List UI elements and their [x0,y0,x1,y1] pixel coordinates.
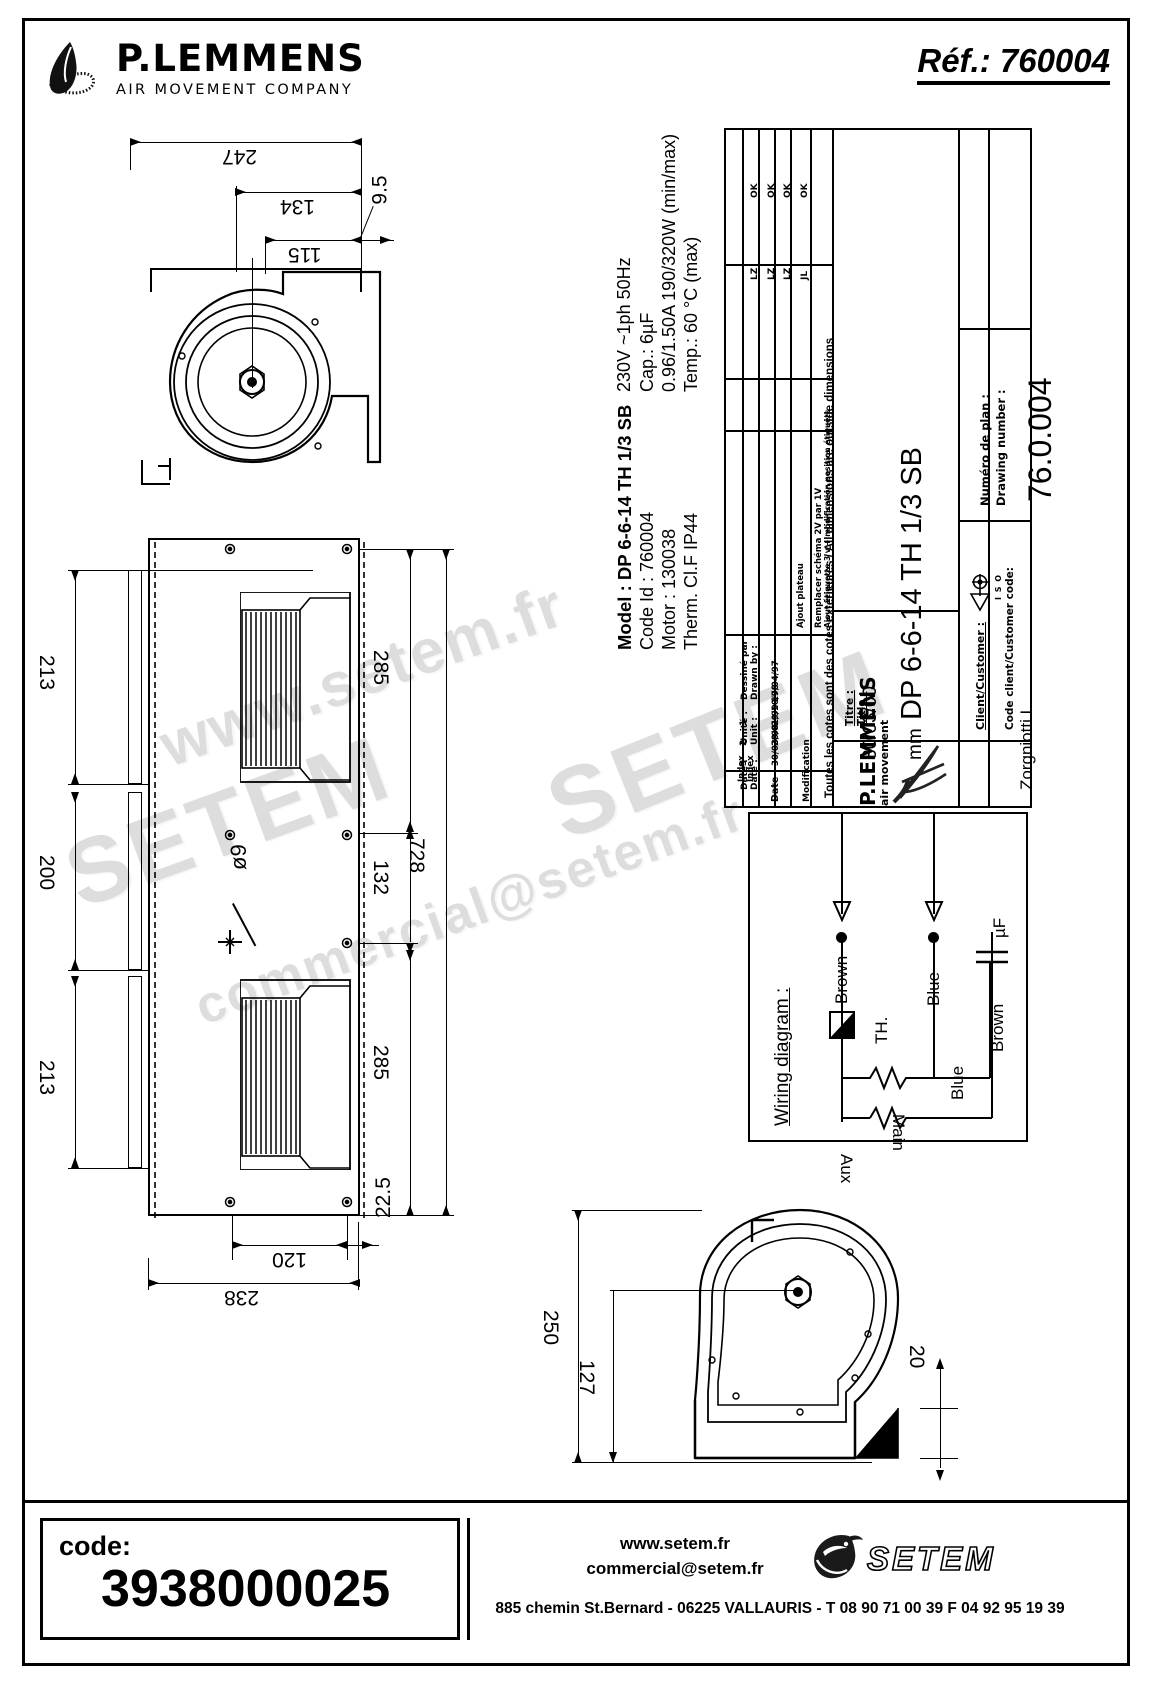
specification-block: Model : DP 6-6-14 TH 1/3 SB Code Id : 76… [596,134,726,660]
dim-285-bottom: 285 [369,1045,392,1081]
code-label: code: [59,1531,132,1561]
spec-temp: Temp.: 60 °C (max) [681,236,701,392]
title-block: Index Index Date Modification 3 2 1 30/0… [724,128,1058,808]
spec-current: 0.96/1.50A 190/320W (min/max) [659,133,679,392]
dim-285-top: 285 [369,650,392,686]
spec-voltage: 230V ~1ph 50Hz [614,257,634,392]
dim-22-5: 22.5 [372,1177,395,1218]
footer-address: 885 chemin St.Bernard - 06225 VALLAURIS … [495,1600,1065,1617]
wiring-diagram-title: Wiring diagram : [772,987,793,1126]
spec-therm: Therm. Cl.F IP44 [681,512,701,650]
date-label-fr: Date : [740,759,750,790]
rev-ok-0: OK [800,183,810,198]
unit-value: mm [905,728,926,760]
dim-127: 127 [575,1360,598,1396]
numero-plan-label: Numéro de plan : [978,394,992,506]
titre-label: Titre : [844,690,856,726]
lemmens-swirl-logo-icon [40,38,102,100]
terminal-dot-brown [836,932,847,943]
rev-header-date: Date [770,776,781,802]
code-box: code: 3938000025 [40,1518,460,1640]
label-brown: Brown [832,955,851,1004]
dim-213-bottom: 213 [35,1060,58,1096]
label-aux: Aux [837,1154,856,1184]
rev-visa-0: JL [800,270,810,280]
drawn-label-fr: Dessiné par : [740,633,750,700]
setem-wordmark: SETEM [866,1539,996,1578]
unit-label-en: Unit : [750,717,760,745]
label-blue: Blue [924,971,943,1006]
dim-diameter-9: ø9 [226,844,251,870]
date-label-en: Date : [750,759,760,790]
footer-website[interactable]: www.setem.fr [620,1534,730,1553]
dim-250: 250 [539,1310,562,1346]
dim-20: 20 [905,1345,928,1369]
drawing-number-label: Drawing number : [994,389,1008,506]
terminal-dot-blue [928,932,939,943]
rev-visa-3: LZ [750,267,760,280]
dim-247: 247 [222,145,258,168]
label-brown-2: Brown [988,1003,1007,1052]
drawn-value: Zorgniotti L. [1017,700,1036,790]
footer-contact: www.setem.fr commercial@setem.fr SETEM 8… [470,1518,1120,1640]
rev-header-modification: Modification [802,739,812,802]
brand-tagline: AIR MOVEMENT COMPANY [116,82,354,98]
date-value: 30/03/00 [860,686,881,760]
setem-bird-logo-icon [805,1530,867,1587]
label-capacitor: µF [990,917,1009,938]
client-code-label: Code client/Customer code: [1004,567,1016,730]
spec-capacitor: Cap.: 6µF [637,312,657,392]
dim-728: 728 [405,838,428,874]
setem-logo-group: SETEM [805,1530,996,1587]
drawing-border [22,18,1130,1666]
wiring-diagram: Wiring diagram : [748,812,1028,1183]
label-main: Main [889,1114,908,1151]
title-value: DP 6-6-14 TH 1/3 SB [896,447,928,720]
projection-label: I S O [994,573,1003,600]
dim-134: 134 [280,195,316,218]
footer-email[interactable]: commercial@setem.fr [586,1558,764,1578]
dim-132: 132 [369,860,392,896]
dimensions-note: Toutes les cotes sont des cotes extérieu… [824,337,836,798]
dim-238: 238 [224,1286,260,1309]
spec-code-id: Code Id : 760004 [637,511,657,650]
label-blue-2: Blue [948,1065,967,1100]
dim-213-top: 213 [35,655,58,691]
unit-label-fr: Unité : [740,711,750,745]
footer-divider [467,1518,470,1640]
dim-9-5: 9.5 [368,175,392,205]
brand-name: P.LEMMENS [116,37,365,80]
label-thermal: TH. [872,1016,891,1044]
rev-mod-3: Ajout plateau [796,563,806,628]
spec-motor: Motor : 130038 [659,528,679,650]
drawn-label-en: Drawn by : [750,645,760,700]
rev-ok-3: OK [750,183,760,198]
rev-visa-1: LZ [783,267,793,280]
client-label: Client/Customer : [974,621,987,730]
drawing-number-value: 76.0.004 [1022,377,1058,502]
rev-visa-2: LZ [767,267,777,280]
reference-number: Réf.: 760004 [917,42,1110,85]
rev-date-0: 17/04/97 [771,660,781,702]
lemmens-logo-group: P.LEMMENS AIR MOVEMENT COMPANY [40,38,365,100]
dim-200: 200 [35,855,58,891]
spec-model: Model : DP 6-6-14 TH 1/3 SB [614,404,635,650]
code-value: 3938000025 [101,1560,391,1618]
dim-120: 120 [272,1248,308,1271]
rev-ok-2: OK [767,183,777,198]
rev-ok-1: OK [783,183,793,198]
